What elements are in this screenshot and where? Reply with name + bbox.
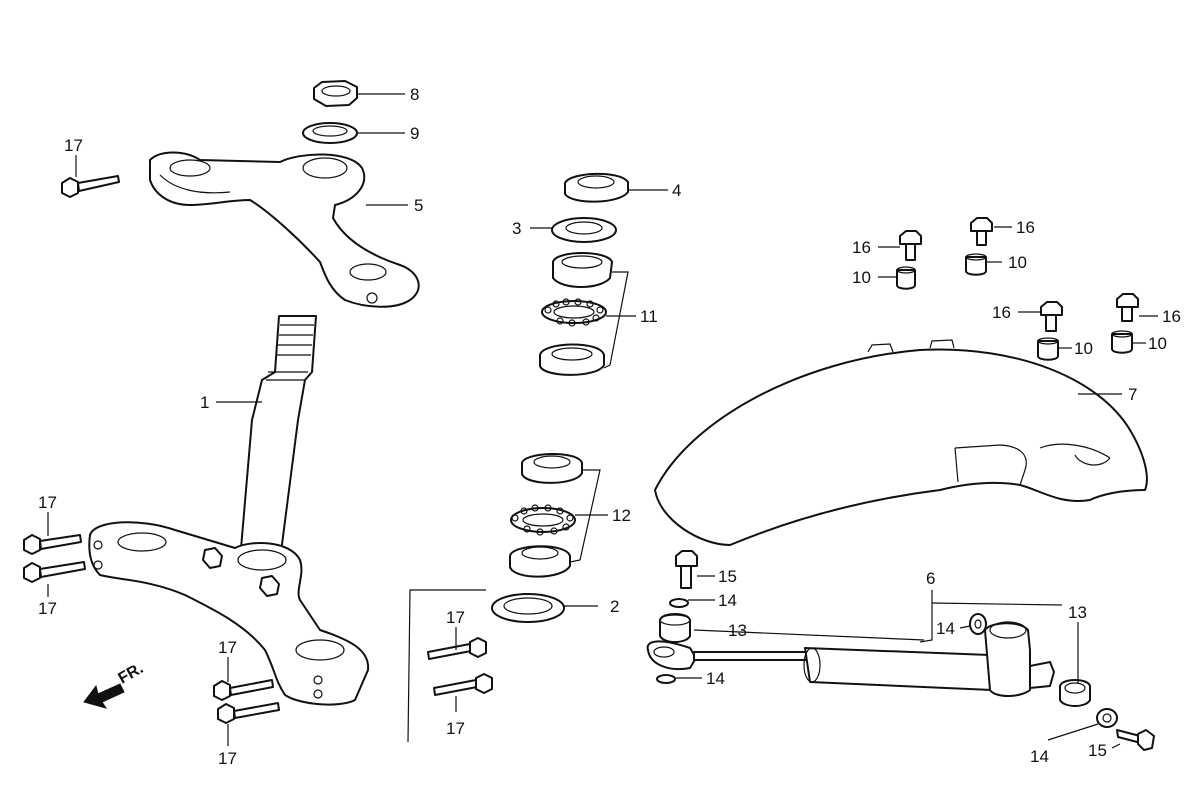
callout-17: 17 <box>446 719 465 738</box>
callout-14: 14 <box>936 619 955 638</box>
lower-bearing-inner-race-part <box>509 545 571 578</box>
flange-bolt-part <box>675 550 698 589</box>
rubber-bush-part <box>659 613 691 643</box>
lower-bracket-part <box>88 521 370 706</box>
hex-bolt-part <box>899 230 922 261</box>
hex-bolt-part <box>433 673 493 696</box>
callout-13: 13 <box>728 621 747 640</box>
callout-10: 10 <box>1074 339 1093 358</box>
rubber-bush-part <box>1059 679 1091 707</box>
callout-7: 7 <box>1128 385 1137 404</box>
washer-part <box>656 674 676 684</box>
collar-part <box>1111 330 1133 354</box>
lower-dust-seal-part <box>491 593 565 623</box>
hex-bolt-part <box>970 217 993 246</box>
callout-labels: 8 9 5 17 4 3 11 1 12 2 7 16 10 16 10 16 … <box>38 85 1181 768</box>
washer-part <box>302 122 358 144</box>
collar-part <box>965 253 987 276</box>
collar-part <box>1037 337 1059 361</box>
front-fender-part <box>654 339 1148 546</box>
lock-nut-part <box>313 80 358 107</box>
callout-1: 1 <box>200 393 209 412</box>
callout-17: 17 <box>38 599 57 618</box>
callout-16: 16 <box>1016 218 1035 237</box>
callout-14: 14 <box>718 591 737 610</box>
callout-12: 12 <box>612 506 631 525</box>
upper-bearing-part <box>541 298 607 327</box>
callout-16: 16 <box>1162 307 1181 326</box>
callout-16: 16 <box>852 238 871 257</box>
collar-part <box>896 266 916 290</box>
callout-8: 8 <box>410 85 419 104</box>
steering-damper-part <box>646 621 1055 697</box>
callout-17: 17 <box>218 749 237 768</box>
washer-part <box>1096 708 1118 728</box>
front-marker-label: FR. <box>116 660 147 688</box>
adjusting-nut-part <box>564 172 629 203</box>
hex-bolt-part <box>427 637 487 660</box>
leader-lines <box>47 93 1158 749</box>
inset-frame-line <box>407 589 486 743</box>
callout-10: 10 <box>1008 253 1027 272</box>
hex-bolt-part <box>1040 301 1063 332</box>
washer-part <box>669 598 689 608</box>
callout-3: 3 <box>512 219 521 238</box>
callout-16: 16 <box>992 303 1011 322</box>
callout-15: 15 <box>718 567 737 586</box>
hex-bolt-part <box>213 679 274 701</box>
callout-10: 10 <box>852 268 871 287</box>
callout-14: 14 <box>706 669 725 688</box>
callout-17: 17 <box>64 136 83 155</box>
callout-14: 14 <box>1030 747 1049 766</box>
lower-bearing-part <box>510 504 576 536</box>
upper-bearing-outer-race-part <box>539 343 605 376</box>
callout-13: 13 <box>1068 603 1087 622</box>
callout-17: 17 <box>446 608 465 627</box>
hex-bolt-part <box>1116 293 1139 322</box>
callout-5: 5 <box>414 196 423 215</box>
callout-10: 10 <box>1148 334 1167 353</box>
hex-bolt-part <box>23 534 82 555</box>
upper-bearing-race-part <box>552 252 613 288</box>
hex-bolt-part <box>61 175 120 198</box>
front-direction-arrow-icon <box>83 683 125 709</box>
steering-stem-part <box>239 315 317 561</box>
hex-bolt-part <box>23 561 86 583</box>
hex-bolt-part <box>217 702 280 724</box>
callout-2: 2 <box>610 597 619 616</box>
callout-4: 4 <box>672 181 681 200</box>
callout-11: 11 <box>640 307 658 326</box>
washer-part <box>969 613 987 635</box>
callout-9: 9 <box>410 124 419 143</box>
dust-seal-part <box>551 217 617 243</box>
callout-15: 15 <box>1088 741 1107 760</box>
callout-17: 17 <box>38 493 57 512</box>
flange-bolt-part <box>1116 729 1155 751</box>
upper-bracket-part <box>149 151 420 308</box>
callout-17: 17 <box>218 638 237 657</box>
lower-bearing-race-part <box>521 453 583 484</box>
callout-6: 6 <box>926 569 935 588</box>
